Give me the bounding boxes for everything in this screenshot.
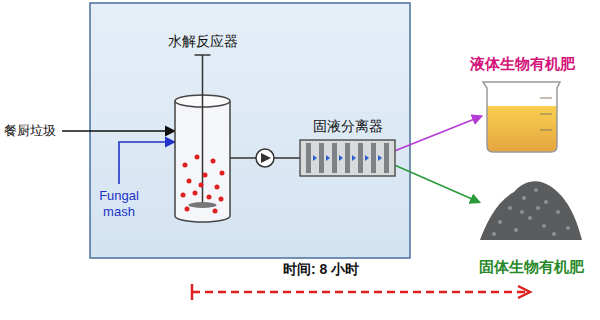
fungal-particle [183, 163, 188, 168]
beaker-glass [483, 82, 560, 152]
soil-speck [492, 232, 496, 236]
stirrer-handle [195, 54, 211, 56]
time-label: 时间: 8 小时 [283, 261, 359, 279]
filter-plate [319, 143, 324, 173]
soil-speck [534, 188, 538, 192]
beaker-outline [482, 80, 562, 152]
soil-speck [520, 210, 524, 214]
flow-arrow [378, 155, 382, 161]
graduation-mark [540, 98, 552, 99]
fungal-particle [187, 179, 192, 184]
pump-triangle [261, 153, 271, 163]
beaker-illustration [483, 82, 560, 152]
node-text: Fungal mash [94, 188, 144, 221]
flow-connector [62, 130, 175, 132]
flow-arrow [313, 155, 317, 161]
flow-arrow [352, 155, 356, 161]
soil-speck [522, 196, 526, 200]
soil-speck [536, 206, 540, 210]
input-label: 餐厨垃圾 [4, 120, 60, 142]
input-label: Fungal mash [94, 186, 144, 223]
graduation-mark [540, 114, 552, 115]
fungal-particle [185, 207, 190, 212]
filter-plate [371, 143, 376, 173]
filter-plate [332, 143, 337, 173]
soil-speck [514, 228, 518, 232]
product-node: 固体生物有机肥 [480, 172, 582, 240]
flow-arrow [326, 155, 330, 161]
separator-plates [300, 140, 395, 176]
flow-arrow [339, 155, 343, 161]
separator-housing [300, 140, 395, 176]
flow-connector [395, 116, 482, 151]
fungal-particle [219, 197, 224, 202]
filter-plate [384, 143, 389, 173]
separator-outline [300, 140, 395, 176]
pile-outline [480, 172, 582, 240]
fungal-particle [193, 191, 198, 196]
separator-node: 固液分离器 [300, 140, 395, 176]
reactor-outline [175, 95, 230, 222]
filter-plate [345, 143, 350, 173]
soil-speck [544, 200, 548, 204]
product-node: 液体生物有机肥 [482, 80, 562, 152]
fungal-particle [195, 155, 200, 160]
fungal-particle [207, 195, 212, 200]
flow-connector [395, 165, 480, 202]
soil-speck [552, 232, 556, 236]
timeline-dashed-line [192, 291, 526, 294]
reactor-node: 水解反应器 [175, 95, 230, 222]
soil-speck [498, 220, 502, 224]
graduation-mark [540, 130, 552, 131]
filter-plate [306, 143, 311, 173]
solid-fertilizer [480, 181, 582, 240]
soil-speck [508, 206, 512, 210]
fungal-particle [215, 185, 220, 190]
fungal-particle [203, 173, 208, 178]
node-heading: 固体生物有机肥 [479, 258, 584, 277]
fungal-particle [181, 193, 186, 198]
soil-speck [556, 210, 560, 214]
stirrer-paddle [189, 202, 217, 208]
node-text: 餐厨垃圾 [4, 122, 56, 140]
fungal-particle [220, 171, 225, 176]
soil-pile [480, 181, 582, 240]
timeline-arrowhead [518, 286, 530, 298]
soil-speck [566, 226, 570, 230]
pump-circle [256, 149, 274, 167]
node-heading: 液体生物有机肥 [470, 55, 575, 74]
node-heading: 水解反应器 [168, 33, 238, 51]
fungal-particle [211, 159, 216, 164]
fungal-particle [213, 209, 218, 214]
soil-speck [528, 216, 532, 220]
flow-connector [119, 142, 175, 184]
filter-plate [358, 143, 363, 173]
node-heading: 固液分离器 [313, 118, 383, 136]
soil-speck [542, 224, 546, 228]
reactor-cylinder [175, 55, 230, 222]
stirrer-shaft [202, 55, 204, 205]
fungal-particle [199, 183, 204, 188]
flow-arrow [365, 155, 369, 161]
